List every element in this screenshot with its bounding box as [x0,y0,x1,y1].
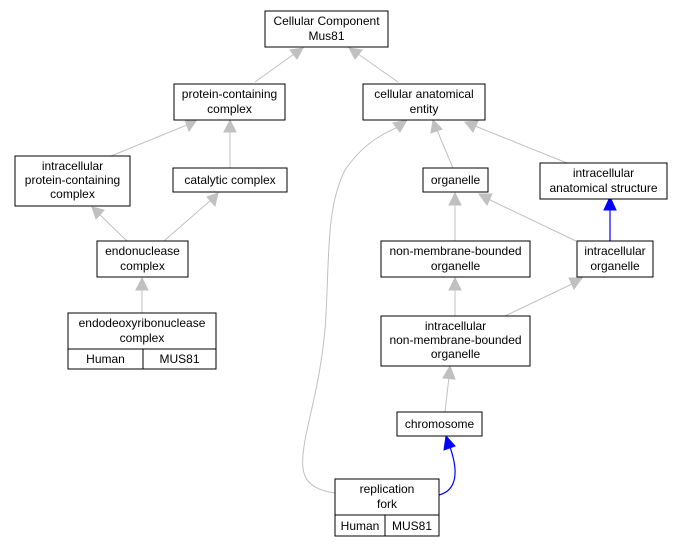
arrowhead-icon [442,364,456,380]
edge-org-cae [436,129,454,169]
node-label-line: cellular anatomical [374,87,473,101]
node-label-line: catalytic complex [184,173,275,187]
edge-endo-cat [163,199,212,242]
node-label-line: fork [377,497,398,511]
node-label-line: chromosome [405,417,475,431]
arrowhead-icon [478,193,493,206]
node-label-line: entity [410,102,439,116]
arrowhead-icon [289,47,304,60]
arrowhead-icon [430,118,443,134]
node-label-line: complex [120,259,165,273]
node-label-line: intracellular [573,166,634,180]
annotation-gene: MUS81 [392,519,432,533]
edge-cae-root [357,53,399,83]
node-intracellular-anatomical-structure[interactable]: intracellular anatomical structure [539,162,668,200]
node-label-line: organelle [431,347,481,361]
node-label-line: anatomical structure [549,181,657,195]
arrowhead-icon [603,195,617,211]
arrowhead-icon [348,47,363,60]
arrowhead-icon [448,276,462,291]
annotation-gene-cell [384,514,440,537]
node-organelle[interactable]: organelle [422,167,489,193]
node-protein-containing-complex[interactable]: protein-containing complex [173,83,286,121]
node-label-line: endonuclease [105,244,180,258]
arrowhead-icon [443,434,456,451]
node-label-line: organelle [431,259,481,273]
annotation-gene-cell [142,348,217,370]
node-intracellular-non-membrane-bounded-organelle[interactable]: intracellular non-membrane-bounded organ… [380,315,531,367]
arrowhead-icon [448,191,462,206]
node-replication-fork[interactable]: replication fork Human MUS81 [334,478,440,537]
arrowhead-icon [91,206,105,220]
node-non-membrane-bounded-organelle[interactable]: non-membrane-bounded organelle [380,240,531,278]
arrowhead-icon [206,192,219,208]
edge-endo-ipcc [98,213,128,242]
node-catalytic-complex[interactable]: catalytic complex [172,167,288,193]
annotation-species: Human [86,352,125,366]
node-intracellular-organelle[interactable]: intracellular organelle [576,240,654,278]
node-label-line: intracellular [584,244,645,258]
node-label-line: replication [360,482,415,496]
node-chromosome[interactable]: chromosome [396,411,483,437]
node-cellular-component-mus81[interactable]: Cellular Component Mus81 [264,10,389,48]
edge-pcc-root [254,53,295,83]
node-label-line: endodeoxyribonuclease [79,316,206,330]
edge-rf-cae [302,126,399,494]
arrowhead-icon [568,277,583,290]
arrowhead-icon [184,119,197,133]
node-label-line: non-membrane-bounded [389,333,521,347]
arrowhead-icon [135,276,149,291]
arrowhead-icon [464,120,479,133]
node-label-line: organelle [431,173,481,187]
node-label-line: protein-containing [182,87,277,101]
node-label-line: organelle [590,259,640,273]
node-label-line: complex [207,102,252,116]
node-label-line: complex [120,331,165,345]
edge-io-org [487,198,577,242]
edges-blue [438,195,617,496]
node-intracellular-protein-containing-complex[interactable]: intracellular protein-containing complex [14,155,131,207]
node-label-line: complex [50,187,95,201]
annotation-species: Human [341,519,380,533]
node-endodeoxyribonuclease-complex[interactable]: endodeoxyribonuclease complex Human MUS8… [67,312,217,370]
node-label-line: Mus81 [308,29,344,43]
node-label-line: intracellular [425,319,486,333]
node-label-line: non-membrane-bounded [389,244,521,258]
edge-ipcc-pcc [110,124,188,157]
annotation-gene: MUS81 [159,352,199,366]
edges [91,47,583,494]
node-endonuclease-complex[interactable]: endonuclease complex [96,240,189,278]
node-label-line: intracellular [42,159,103,173]
edge-chr-inmbo [444,376,450,413]
node-label-line: protein-containing [25,173,120,187]
node-label-line: Cellular Component [273,14,380,28]
edge-rf-chr [438,446,456,496]
node-cellular-anatomical-entity[interactable]: cellular anatomical entity [362,83,486,121]
edge-ias-cae [474,125,568,164]
arrowhead-icon [392,119,409,133]
arrowhead-icon [223,118,237,133]
edge-inmbo-io [504,283,573,317]
